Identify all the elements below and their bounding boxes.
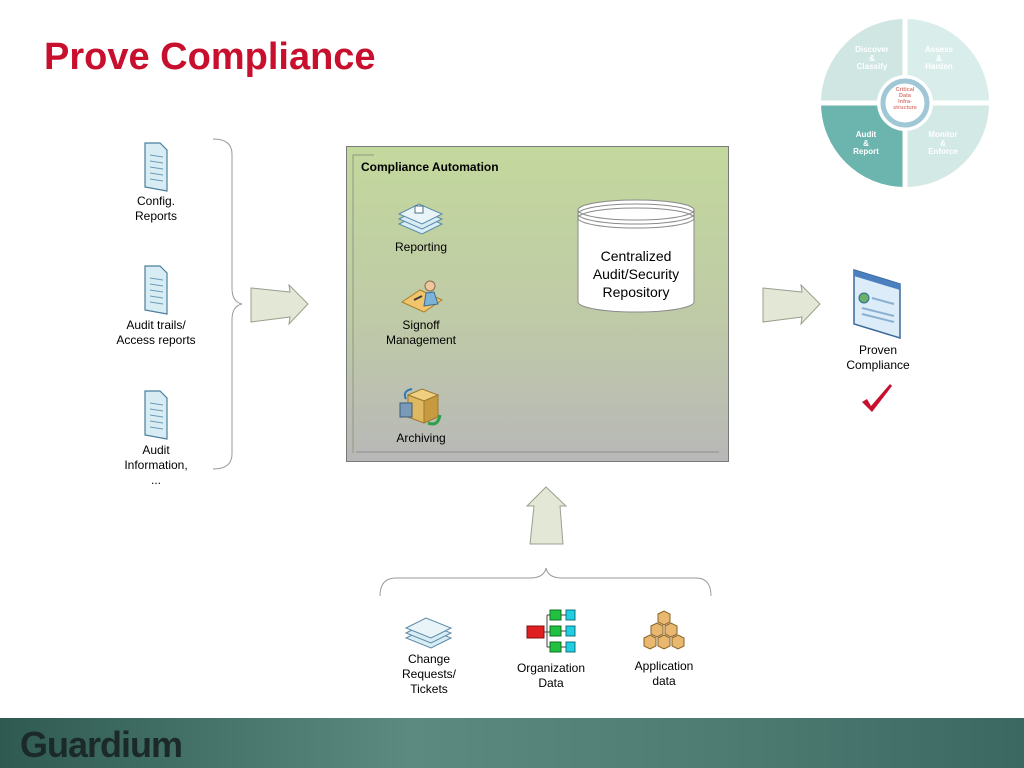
checkmark-icon: [862, 384, 892, 412]
cycle-arrows-icon: [880, 78, 930, 128]
signoff-icon: [400, 280, 444, 313]
repository-label: Centralized Audit/Security Repository: [592, 248, 680, 300]
quadrant-monitor: [905, 103, 989, 187]
input-label-audit-info: Audit Information, ...: [124, 443, 188, 487]
database-cylinder-icon: [577, 199, 695, 313]
tickets-icon: [404, 617, 453, 649]
wheel-monitor-label: Monitor & Enforce: [928, 130, 958, 156]
source-label-application: Application data: [634, 659, 694, 688]
right-arrow-icon: [762, 284, 821, 326]
output-label: Proven Compliance: [846, 343, 910, 372]
wheel-diagram: [821, 19, 989, 187]
source-label-org: Organization Data: [516, 661, 586, 690]
up-arrow-icon: [526, 486, 568, 545]
archiving-label: Archiving: [396, 431, 446, 445]
archiving-icon: [399, 388, 442, 426]
reporting-label: Reporting: [394, 240, 448, 254]
document-icon: [144, 390, 168, 440]
browser-window-icon: [853, 268, 901, 340]
document-icon: [144, 142, 168, 192]
quadrant-audit: [821, 103, 905, 187]
signoff-label: Signoff Management: [385, 318, 457, 347]
quadrant-assess: [905, 19, 989, 103]
input-label-config: Config. Reports: [134, 194, 178, 223]
reporting-icon: [397, 203, 444, 235]
org-chart-icon: [526, 609, 576, 653]
top-brace: [379, 567, 712, 597]
boxes-icon: [643, 610, 685, 650]
source-label-tickets: Change Requests/ Tickets: [401, 652, 457, 696]
wheel-center-label: Critical Data Infra- structure: [893, 87, 917, 111]
wheel-discover-label: Discover & Classify: [855, 45, 889, 71]
wheel-assess-label: Assess & Harden: [924, 45, 954, 71]
quadrant-discover: [821, 19, 905, 103]
panel-frame-lines: [352, 154, 719, 453]
footer-bar: [0, 718, 1024, 768]
document-icon: [144, 265, 168, 315]
panel-title: Compliance Automation: [361, 160, 499, 174]
brand-logo: Guardium: [20, 724, 183, 765]
right-brace: [212, 138, 243, 470]
input-label-audit-trails: Audit trails/ Access reports: [116, 318, 196, 347]
right-arrow-icon: [250, 284, 309, 326]
wheel-audit-label: Audit & Report: [853, 130, 879, 156]
page-title: Prove Compliance: [44, 36, 376, 78]
